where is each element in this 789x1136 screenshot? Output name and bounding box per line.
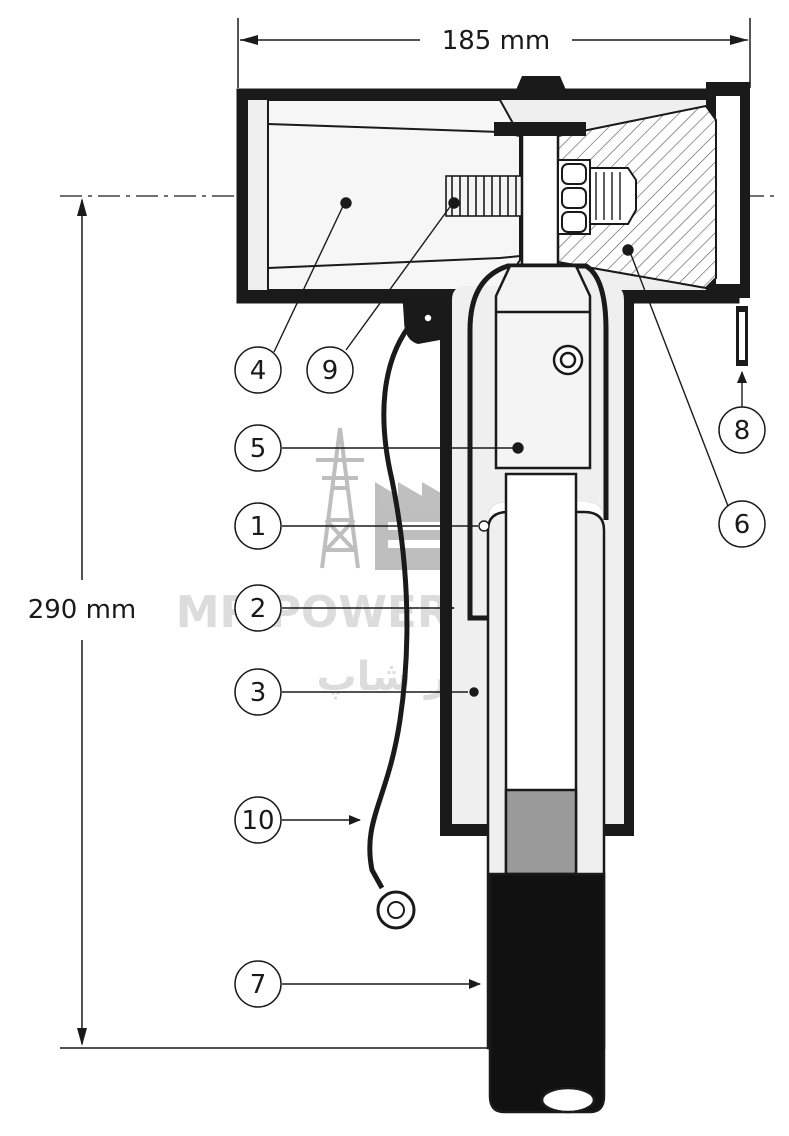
callout-1-label: 1	[250, 512, 267, 542]
callout-9-label: 9	[322, 356, 339, 386]
callout-4: 4	[234, 346, 282, 394]
callout-7: 7	[234, 960, 282, 1008]
earth-wire	[367, 318, 416, 930]
callout-6: 6	[718, 500, 766, 548]
callout-4-label: 4	[250, 356, 267, 386]
connector-lug	[494, 264, 592, 470]
height-dimension-label: 290 mm	[28, 595, 137, 625]
callout-10-label: 10	[241, 806, 274, 836]
contact-pin	[520, 130, 560, 268]
callout-3-label: 3	[250, 678, 267, 708]
pin-cap	[494, 122, 586, 136]
nut	[557, 159, 637, 235]
threaded-stud	[445, 175, 527, 217]
callout-2: 2	[234, 584, 282, 632]
pylon-icon	[316, 427, 364, 569]
callout-2-label: 2	[250, 594, 267, 624]
callout-8: 8	[718, 406, 766, 454]
callout-6-label: 6	[734, 510, 751, 540]
callout-leaders	[273, 197, 747, 989]
cable	[486, 472, 606, 1114]
test-point	[736, 306, 748, 366]
width-dimension	[237, 18, 751, 88]
top-knob	[516, 76, 566, 90]
width-dimension-label: 185 mm	[442, 26, 551, 56]
callout-7-label: 7	[250, 970, 267, 1000]
callout-8-label: 8	[734, 416, 751, 446]
callout-1: 1	[234, 502, 282, 550]
callout-5-label: 5	[250, 434, 267, 464]
callout-5: 5	[234, 424, 282, 472]
callout-9: 9	[306, 346, 354, 394]
callout-10: 10	[234, 796, 282, 844]
callout-3: 3	[234, 668, 282, 716]
